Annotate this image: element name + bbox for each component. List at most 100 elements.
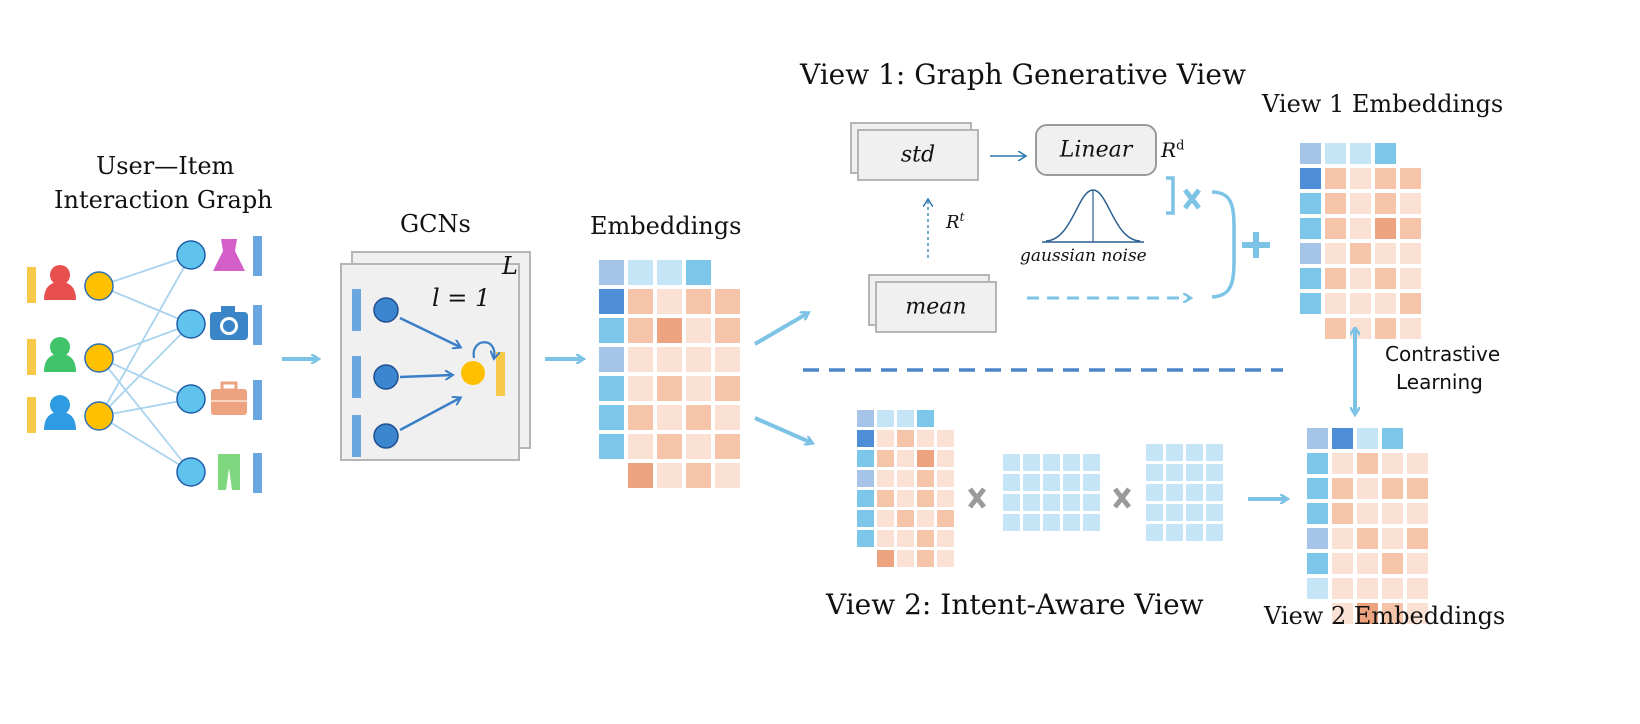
user-blue-icon-body xyxy=(44,412,76,430)
intent-cell xyxy=(1146,524,1163,541)
dress-icon xyxy=(213,239,245,271)
pants-shape xyxy=(218,454,240,490)
matrix-body-cell xyxy=(937,470,954,487)
matrix-body-cell xyxy=(628,318,653,343)
graph-edge xyxy=(99,254,192,287)
multiply-icon-stroke2 xyxy=(1113,487,1131,509)
matrix-body-cell xyxy=(1357,578,1378,599)
matrix-body-cell xyxy=(1325,293,1346,314)
camera-lens xyxy=(223,320,235,332)
matrix-body-cell xyxy=(877,450,894,467)
intent-cell xyxy=(1166,464,1183,481)
matrix-header-cell xyxy=(1307,428,1328,449)
matrix-body-cell xyxy=(686,347,711,372)
matrix-body-cell xyxy=(1382,453,1403,474)
matrix-body-cell xyxy=(917,470,934,487)
gcn-panel xyxy=(340,263,520,461)
item-embedding-bar xyxy=(253,453,262,493)
matrix-body-cell xyxy=(1375,243,1396,264)
intent-cell xyxy=(1043,474,1060,491)
matrix-body-cell xyxy=(628,463,653,488)
view1-title: View 1: Graph Generative View xyxy=(800,58,1246,91)
matrix-body-cell xyxy=(1325,243,1346,264)
rt-label: Rt xyxy=(946,210,965,233)
intent-cell xyxy=(1146,504,1163,521)
matrix-body-cell xyxy=(1407,578,1428,599)
intent-cell xyxy=(1043,514,1060,531)
matrix-body-cell xyxy=(1332,603,1353,624)
user-red-icon-head xyxy=(50,265,70,285)
matrix-header-cell xyxy=(897,410,914,427)
intent-cell xyxy=(1023,454,1040,471)
matrix-body-cell xyxy=(1375,268,1396,289)
matrix-body-cell xyxy=(715,405,740,430)
intent-cell xyxy=(1186,464,1203,481)
matrix-body-cell xyxy=(715,289,740,314)
matrix-side-cell xyxy=(599,289,624,314)
matrix-side-cell xyxy=(857,470,874,487)
matrix-header-cell xyxy=(657,260,682,285)
matrix-body-cell xyxy=(1400,168,1421,189)
intent-matrix-1 xyxy=(1003,454,1100,531)
arrow-to-view1 xyxy=(753,313,808,346)
matrix-body-cell xyxy=(937,510,954,527)
intent-cell xyxy=(1146,464,1163,481)
briefcase-icon xyxy=(211,381,247,415)
matrix-body-cell xyxy=(937,550,954,567)
multiply-icon-stroke2 xyxy=(1183,188,1201,210)
matrix-side-cell xyxy=(857,450,874,467)
gcn-target-bar xyxy=(496,352,505,396)
gcn-layers-label: L xyxy=(502,252,518,280)
gcn-target-node xyxy=(461,361,485,385)
matrix-body-cell xyxy=(1357,603,1378,624)
arrow-to-view2 xyxy=(754,416,812,443)
matrix-body-cell xyxy=(1350,268,1371,289)
matrix-body-cell xyxy=(1407,603,1428,624)
matrix-body-cell xyxy=(1400,268,1421,289)
graph-title-line2: Interaction Graph xyxy=(54,186,273,214)
graph-edge xyxy=(99,398,192,417)
matrix-body-cell xyxy=(1382,478,1403,499)
gcn-self-loop xyxy=(472,341,495,358)
matrix-body-cell xyxy=(628,376,653,401)
user-embedding-bar xyxy=(27,397,36,433)
matrix-body-cell xyxy=(1332,453,1353,474)
matrix-body-cell xyxy=(877,470,894,487)
matrix-header-cell xyxy=(1350,143,1371,164)
matrix-body-cell xyxy=(917,530,934,547)
matrix-body-cell xyxy=(1400,218,1421,239)
gcn-neighbor-bar xyxy=(352,356,361,398)
matrix-body-cell xyxy=(628,289,653,314)
matrix-body-cell xyxy=(1325,193,1346,214)
matrix-body-cell xyxy=(1407,553,1428,574)
matrix-body-cell xyxy=(686,434,711,459)
matrix-body-cell xyxy=(1407,528,1428,549)
matrix-side-cell xyxy=(1300,243,1321,264)
gcn-neighbor-node xyxy=(373,423,399,449)
matrix-side-cell xyxy=(857,430,874,447)
matrix-body-cell xyxy=(897,510,914,527)
matrix-side-cell xyxy=(857,490,874,507)
gcn-neighbor-bar xyxy=(352,289,361,331)
matrix-body-cell xyxy=(657,405,682,430)
matrix-body-cell xyxy=(897,490,914,507)
item-node xyxy=(176,384,206,414)
matrix-body-cell xyxy=(1400,243,1421,264)
matrix-side-cell xyxy=(1300,168,1321,189)
matrix-side-cell xyxy=(1307,453,1328,474)
user-node xyxy=(84,401,114,431)
gcn-neighbor-node xyxy=(373,297,399,323)
matrix-side-cell xyxy=(1307,578,1328,599)
gcn-msg-arrow xyxy=(399,375,452,377)
view2-embeddings-title: View 2 Embeddings xyxy=(1264,602,1506,630)
matrix-body-cell xyxy=(1357,478,1378,499)
matrix-body-cell xyxy=(686,463,711,488)
intent-cell xyxy=(1003,494,1020,511)
user-blue-icon-head xyxy=(50,395,70,415)
matrix-body-cell xyxy=(1332,503,1353,524)
matrix-header-cell xyxy=(1332,428,1353,449)
matrix-body-cell xyxy=(686,318,711,343)
matrix-body-cell xyxy=(1357,503,1378,524)
plus-icon xyxy=(1242,232,1270,258)
gcn-msg-arrow xyxy=(399,316,460,347)
